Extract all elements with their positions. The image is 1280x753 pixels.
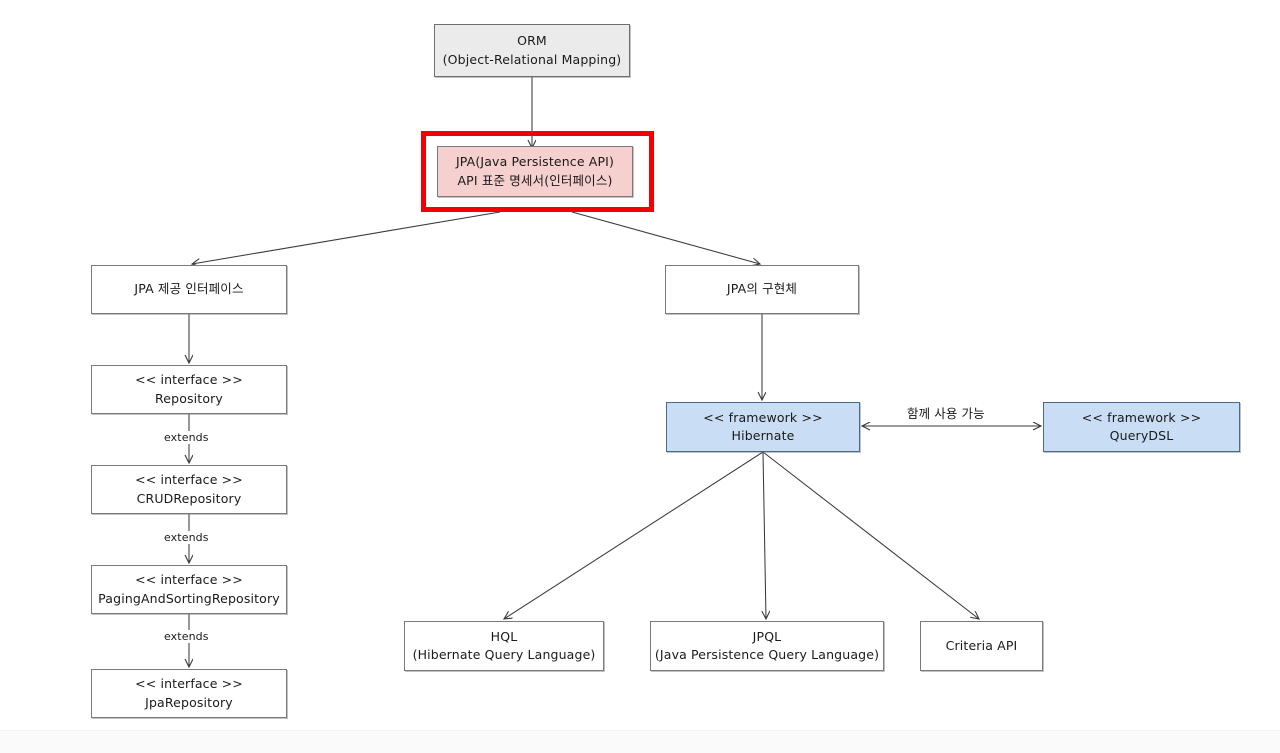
node-crud-repository-line2: CRUDRepository (136, 490, 242, 506)
node-hql-line1: HQL (490, 628, 518, 644)
node-jpa-line1: JPA(Java Persistence API) (455, 154, 615, 170)
edge-label-extends-1: extends (161, 431, 212, 444)
node-crud-repository-line1: << interface >> (135, 472, 243, 488)
node-crud-repository[interactable]: << interface >> CRUDRepository (91, 465, 287, 514)
node-jpa-interfaces-line1: JPA 제공 인터페이스 (134, 281, 244, 297)
node-jpa-interfaces[interactable]: JPA 제공 인터페이스 (91, 265, 287, 314)
node-hql[interactable]: HQL (Hibernate Query Language) (404, 621, 604, 671)
node-jpa-repository-line1: << interface >> (135, 676, 243, 692)
node-orm[interactable]: ORM (Object-Relational Mapping) (434, 24, 630, 77)
node-orm-line1: ORM (517, 33, 547, 49)
node-hibernate-line2: Hibernate (731, 428, 795, 443)
node-querydsl-line1: << framework >> (1081, 409, 1202, 425)
node-paging-repository[interactable]: << interface >> PagingAndSortingReposito… (91, 565, 287, 614)
node-criteria-api[interactable]: Criteria API (920, 621, 1043, 671)
node-paging-repository-line2: PagingAndSortingRepository (98, 590, 280, 606)
node-hql-line2: (Hibernate Query Language) (412, 647, 596, 662)
node-repository-line1: << interface >> (135, 372, 243, 388)
edge-label-extends-2: extends (161, 531, 212, 544)
node-querydsl[interactable]: << framework >> QueryDSL (1043, 402, 1240, 452)
node-jpql[interactable]: JPQL (Java Persistence Query Language) (650, 621, 884, 671)
node-jpa-repository[interactable]: << interface >> JpaRepository (91, 669, 287, 718)
node-criteria-api-line1: Criteria API (945, 637, 1018, 653)
node-jpa-line2: API 표준 명세서(인터페이스) (457, 172, 613, 188)
node-hibernate-line1: << framework >> (703, 409, 823, 425)
bottom-strip (0, 730, 1280, 753)
node-jpa[interactable]: JPA(Java Persistence API) API 표준 명세서(인터페… (437, 146, 633, 197)
edge-label-hibernate-querydsl: 함께 사용 가능 (904, 403, 988, 422)
node-jpql-line1: JPQL (752, 628, 782, 644)
node-jpa-impl[interactable]: JPA의 구현체 (665, 265, 859, 314)
jpa-highlight-box (421, 131, 654, 212)
node-orm-line2: (Object-Relational Mapping) (442, 51, 622, 67)
node-repository[interactable]: << interface >> Repository (91, 365, 287, 414)
node-jpql-line2: (Java Persistence Query Language) (654, 647, 880, 662)
node-repository-line2: Repository (155, 390, 223, 406)
node-querydsl-line2: QueryDSL (1109, 428, 1174, 443)
node-hibernate[interactable]: << framework >> Hibernate (666, 402, 860, 452)
node-paging-repository-line1: << interface >> (135, 572, 243, 588)
edge-label-extends-3: extends (161, 630, 212, 643)
node-jpa-impl-line1: JPA의 구현체 (726, 281, 798, 297)
node-jpa-repository-line2: JpaRepository (145, 694, 233, 710)
